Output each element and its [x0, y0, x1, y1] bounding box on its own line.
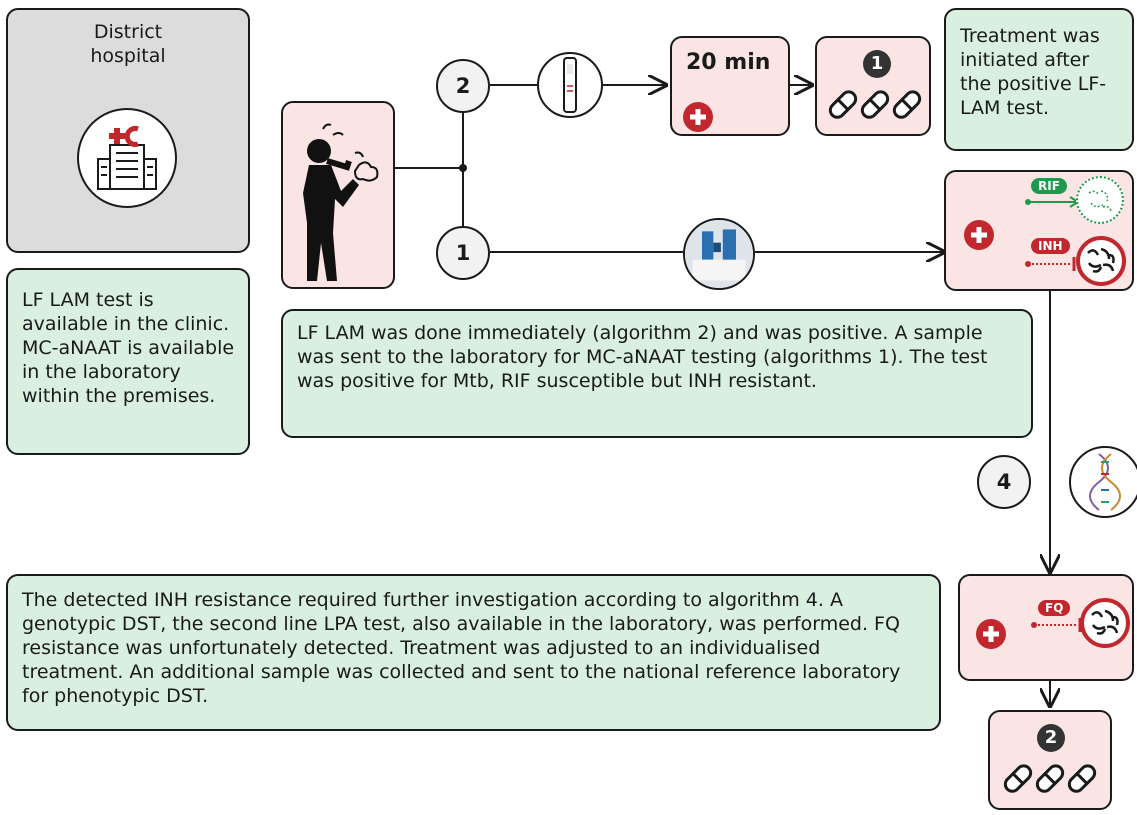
availability-note: LF LAM test is available in the clinic. … [6, 268, 250, 455]
mcanaat-machine-icon [683, 218, 755, 290]
lpa-result-box: FQ [958, 574, 1134, 681]
positive-plus-icon [683, 102, 713, 132]
mcanaat-result-box: RIF INH [944, 170, 1134, 291]
bacteria-resistant-icon [1080, 598, 1130, 648]
summary-note-2: The detected INH resistance required fur… [6, 574, 941, 731]
regimen-number-badge: 2 [1037, 724, 1065, 752]
rif-susceptible-arrow [1025, 196, 1080, 208]
hospital-icon [77, 108, 177, 208]
fq-badge: FQ [1038, 600, 1071, 616]
district-hospital-box: District hospital [6, 8, 250, 253]
inh-resistant-blocker [1025, 257, 1076, 271]
district-hospital-title: District hospital [90, 21, 166, 67]
regimen-1-box: 1 [815, 36, 931, 136]
algorithm-4-circle: 4 [977, 455, 1031, 509]
inh-badge: INH [1031, 238, 1070, 254]
lflam-result-box: 20 min [670, 36, 790, 136]
pills-icon [828, 90, 922, 119]
bacteria-susceptible-icon [1076, 176, 1124, 224]
rif-badge: RIF [1031, 178, 1067, 194]
algorithm-1-circle: 1 [436, 226, 490, 280]
summary-note-1: LF LAM was done immediately (algorithm 2… [281, 309, 1033, 438]
regimen-number-badge: 1 [863, 50, 891, 78]
result-time: 20 min [686, 50, 771, 75]
dna-icon [1069, 446, 1137, 518]
bacteria-resistant-icon [1076, 236, 1126, 286]
algorithm-2-circle: 2 [436, 59, 490, 113]
patient-box [281, 101, 395, 289]
lflam-test-strip-icon [537, 52, 603, 118]
treatment-note: Treatment was initiated after the positi… [944, 8, 1134, 151]
regimen-2-box: 2 [988, 710, 1112, 810]
positive-plus-icon [976, 619, 1006, 649]
coughing-person-icon [303, 123, 379, 281]
positive-plus-icon [964, 220, 994, 250]
pills-icon [1003, 764, 1097, 793]
